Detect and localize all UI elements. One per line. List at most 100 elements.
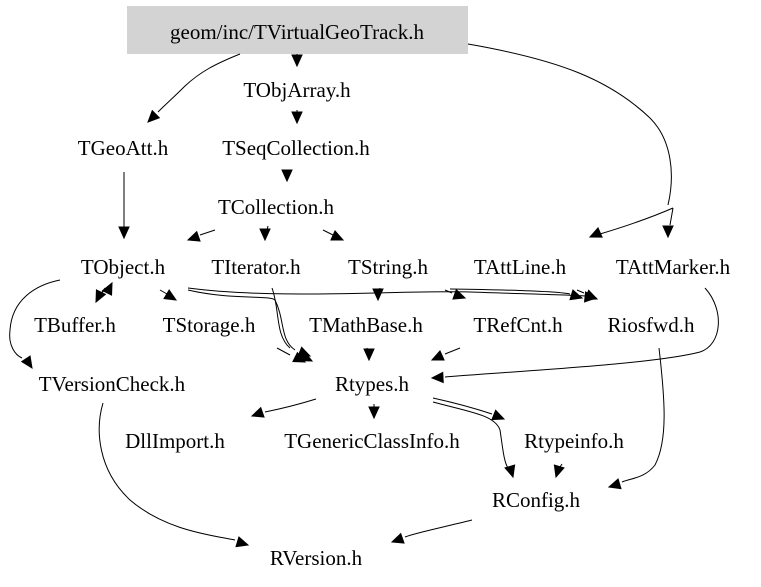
- edge-tattmarker-to-rtypes: [430, 287, 719, 384]
- arrowhead-icon: [250, 406, 265, 418]
- arrowhead-icon: [235, 536, 250, 548]
- edge-line: [98, 402, 236, 541]
- edge-rtypes-to-tgenericclassinfo: [368, 404, 380, 420]
- edge-line: [467, 43, 672, 206]
- node-tattmarker[interactable]: TAttMarker.h: [616, 255, 731, 279]
- arrowhead-icon: [186, 230, 201, 242]
- edge-root-to-tobjarray: [291, 54, 303, 68]
- arrowhead-icon: [368, 406, 380, 420]
- node-tgeoatt[interactable]: TGeoAtt.h: [78, 136, 169, 160]
- node-rtypeinfo[interactable]: Rtypeinfo.h: [524, 429, 624, 453]
- edge-riosfwd-to-rconfig: [607, 347, 665, 490]
- node-trefcnt[interactable]: TRefCnt.h: [473, 313, 563, 337]
- edge-line: [669, 207, 674, 226]
- edge-line: [621, 347, 665, 483]
- arrowhead-icon: [588, 227, 603, 238]
- arrowhead-icon: [569, 289, 584, 301]
- edge-tattline-to-riosfwd: [576, 289, 599, 301]
- arrowhead-icon: [491, 409, 506, 421]
- arrowhead-icon: [259, 228, 271, 242]
- edge-line: [199, 229, 216, 236]
- edge-tstorage-to-rtypes: [276, 347, 307, 363]
- edge-line: [444, 287, 719, 378]
- node-tattline[interactable]: TAttLine.h: [474, 255, 567, 279]
- arrowhead-icon: [662, 225, 674, 239]
- node-tcollection[interactable]: TCollection.h: [218, 195, 335, 219]
- arrowhead-icon: [281, 169, 293, 183]
- node-tstring[interactable]: TString.h: [348, 255, 428, 279]
- edge-line: [157, 53, 241, 113]
- arrowhead-icon: [504, 464, 516, 479]
- node-tgenericclassinfo[interactable]: TGenericClassInfo.h: [284, 429, 460, 453]
- arrowhead-icon: [607, 478, 622, 490]
- arrowhead-icon: [292, 351, 307, 363]
- node-tseqcollection[interactable]: TSeqCollection.h: [222, 136, 370, 160]
- edge-tcollection-to-tstring: [322, 229, 345, 241]
- edge-tobjarray-to-tseqcollection: [291, 110, 303, 125]
- edge-line: [404, 519, 473, 538]
- edge-tversioncheck-to-rversion: [98, 402, 250, 548]
- arrowhead-icon: [147, 109, 161, 123]
- node-rversion[interactable]: RVersion.h: [270, 546, 363, 570]
- arrowhead-icon: [291, 111, 303, 125]
- root-node-box: [127, 6, 468, 54]
- edge-tbuffer-to-tobject: [99, 281, 113, 296]
- node-root[interactable]: geom/inc/TVirtualGeoTrack.h: [170, 20, 424, 44]
- arrowhead-icon: [299, 350, 314, 362]
- edge-root-to-tattline: [467, 43, 674, 238]
- arrowhead-icon: [553, 464, 565, 479]
- arrowhead-icon: [20, 355, 33, 370]
- arrowhead-icon: [372, 288, 384, 302]
- edge-root-to-tgeoatt: [147, 53, 241, 123]
- edge-line: [576, 289, 585, 294]
- node-riosfwd[interactable]: Riosfwd.h: [608, 313, 695, 337]
- edge-tseqcollection-to-tcollection: [281, 169, 293, 183]
- edge-line: [432, 401, 509, 469]
- nodes-layer: geom/inc/TVirtualGeoTrack.h TObjArray.h …: [34, 20, 731, 570]
- arrowhead-icon: [291, 54, 303, 68]
- edge-line: [432, 397, 493, 415]
- edge-rconfig-to-rversion: [390, 519, 473, 544]
- edge-tmathbase-to-rtypes: [363, 347, 375, 362]
- edge-rtypeinfo-to-rconfig: [553, 463, 565, 479]
- node-dllimport[interactable]: DllImport.h: [125, 429, 225, 453]
- edges-layer: [9, 43, 719, 548]
- node-titerator[interactable]: TIterator.h: [211, 255, 301, 279]
- edge-line: [271, 287, 291, 349]
- node-tmathbase[interactable]: TMathBase.h: [309, 313, 423, 337]
- arrowhead-icon: [363, 348, 375, 362]
- edge-line: [444, 289, 453, 294]
- arrowhead-icon: [430, 371, 444, 384]
- edge-root-to-tattmarker: [662, 207, 674, 239]
- edge-tobject-to-tstorage: [159, 289, 178, 301]
- node-rtypes[interactable]: Rtypes.h: [335, 372, 410, 396]
- edge-rtypes-to-dllimport: [250, 398, 317, 418]
- node-rconfig[interactable]: RConfig.h: [492, 488, 581, 512]
- node-tobjarray[interactable]: TObjArray.h: [243, 78, 351, 102]
- edge-line: [9, 279, 61, 359]
- edge-line: [187, 287, 586, 297]
- edge-tcollection-to-titerator: [259, 225, 271, 242]
- edge-line: [159, 289, 168, 295]
- arrowhead-icon: [330, 230, 345, 241]
- edge-tstring-to-tmathbase: [372, 287, 384, 302]
- edge-line: [449, 288, 571, 295]
- arrowhead-icon: [95, 289, 107, 304]
- node-tobject[interactable]: TObject.h: [81, 255, 166, 279]
- edge-rtypes-to-rconfig: [432, 401, 516, 479]
- arrowhead-icon: [584, 289, 599, 301]
- arrowhead-icon: [452, 288, 467, 300]
- arrowhead-icon: [118, 226, 130, 240]
- node-tbuffer[interactable]: TBuffer.h: [34, 313, 116, 337]
- node-tstorage[interactable]: TStorage.h: [163, 313, 256, 337]
- arrowhead-icon: [163, 289, 178, 301]
- node-tversioncheck[interactable]: TVersionCheck.h: [39, 372, 186, 396]
- edge-titerator-to-rtypes: [271, 287, 314, 362]
- edge-rtypes-to-rtypeinfo: [432, 397, 506, 421]
- edge-line: [276, 347, 291, 356]
- edge-tobject-to-riosfwd: [187, 287, 598, 303]
- arrowhead-icon: [390, 532, 405, 544]
- edge-line: [599, 207, 674, 235]
- edge-line: [444, 347, 461, 355]
